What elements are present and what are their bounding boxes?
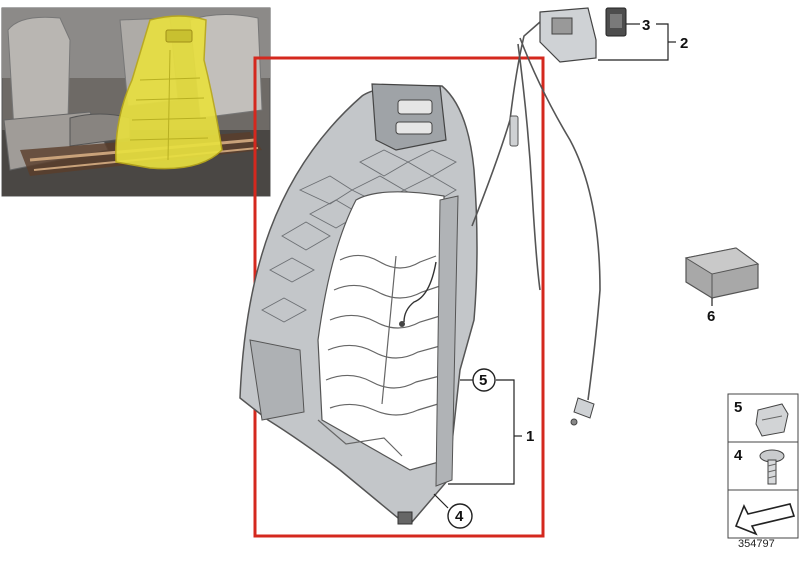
parts-legend: 5 4 [727,393,799,539]
legend-number-4: 4 [734,447,743,464]
callout-1: 1 [526,428,534,445]
cable-end-connector [570,397,595,426]
connector-module [539,7,627,63]
seat-frame [239,83,478,525]
callout-circle-4 [447,503,473,529]
screw-icon [759,449,785,485]
callout-4: 4 [455,508,464,525]
clip-icon [755,403,789,437]
callout-6: 6 [707,308,715,325]
part-number: 354797 [738,538,775,550]
callout-2: 2 [680,35,688,52]
rubber-pad [684,247,760,299]
callout-3: 3 [642,17,650,34]
callout-5: 5 [479,372,487,389]
arrow-icon [734,503,796,536]
cable-harness [471,21,601,401]
callout-circle-5 [472,368,496,392]
legend-number-5: 5 [734,399,742,416]
seat-inset-photo [1,7,271,197]
callout-lines [433,23,713,509]
